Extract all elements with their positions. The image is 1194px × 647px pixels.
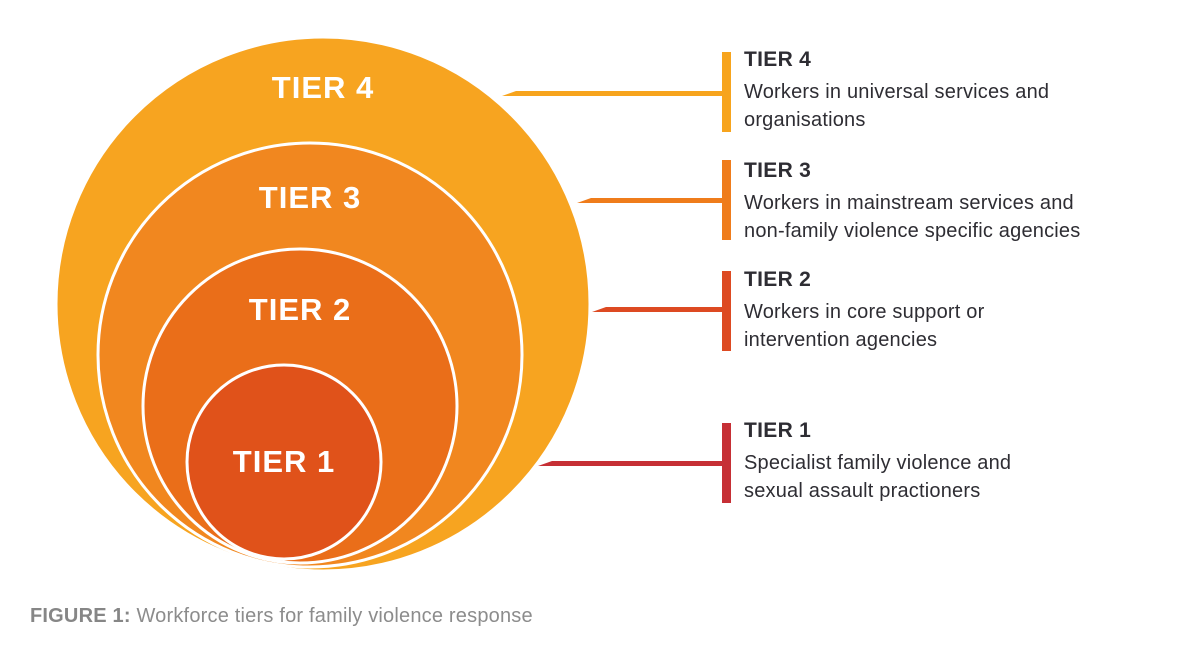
tier-3-description-line-2: non-family violence specific agencies bbox=[744, 220, 1081, 242]
tier-3-circle-label: TIER 3 bbox=[258, 180, 362, 215]
tier-1-description: Specialist family violence and sexual as… bbox=[744, 449, 1184, 505]
tier-2-heading: TIER 2 bbox=[744, 268, 812, 291]
tier-3-heading: TIER 3 bbox=[744, 159, 812, 182]
tier-4-text-block: TIER 4 Workers in universal services and… bbox=[744, 46, 1184, 134]
tier-2-circle-label: TIER 2 bbox=[248, 292, 352, 327]
tier-2-connector-line bbox=[592, 307, 724, 312]
tier-4-connector-bar bbox=[722, 52, 731, 132]
figure-caption-label: FIGURE 1: bbox=[30, 605, 131, 627]
tier-1-description-line-2: sexual assault practioners bbox=[744, 480, 981, 502]
tier-3-connector-line bbox=[577, 198, 724, 203]
figure-caption-text: Workforce tiers for family violence resp… bbox=[130, 605, 533, 627]
figure-caption: FIGURE 1: Workforce tiers for family vio… bbox=[30, 605, 533, 628]
tier-1-connector-line bbox=[538, 461, 724, 466]
nested-tier-circles bbox=[54, 35, 592, 573]
tier-3-connector-bar bbox=[722, 160, 731, 240]
tier-3-description: Workers in mainstream services and non-f… bbox=[744, 189, 1184, 245]
tier-2-text-block: TIER 2 Workers in core support or interv… bbox=[744, 266, 1184, 354]
tier-4-description-line-1: Workers in universal services and bbox=[744, 81, 1050, 103]
tier-1-connector-bar bbox=[722, 423, 731, 503]
tier-1-circle-label: TIER 1 bbox=[232, 444, 336, 479]
tier-2-connector-bar bbox=[722, 271, 731, 351]
tier-4-heading: TIER 4 bbox=[744, 48, 812, 71]
tier-4-description: Workers in universal services and organi… bbox=[744, 78, 1184, 134]
tier-4-circle-label: TIER 4 bbox=[271, 70, 375, 105]
tier-1-circle bbox=[185, 363, 383, 561]
tier-1-heading: TIER 1 bbox=[744, 419, 812, 442]
tier-3-description-line-1: Workers in mainstream services and bbox=[744, 192, 1074, 214]
tier-2-description: Workers in core support or intervention … bbox=[744, 298, 1184, 354]
tier-4-connector-line bbox=[502, 91, 724, 96]
tier-2-description-line-1: Workers in core support or bbox=[744, 301, 985, 323]
tier-2-description-line-2: intervention agencies bbox=[744, 329, 938, 351]
tier-1-text-block: TIER 1 Specialist family violence and se… bbox=[744, 417, 1184, 505]
tier-1-description-line-1: Specialist family violence and bbox=[744, 452, 1012, 474]
tier-3-text-block: TIER 3 Workers in mainstream services an… bbox=[744, 157, 1184, 245]
tier-4-description-line-2: organisations bbox=[744, 109, 866, 131]
